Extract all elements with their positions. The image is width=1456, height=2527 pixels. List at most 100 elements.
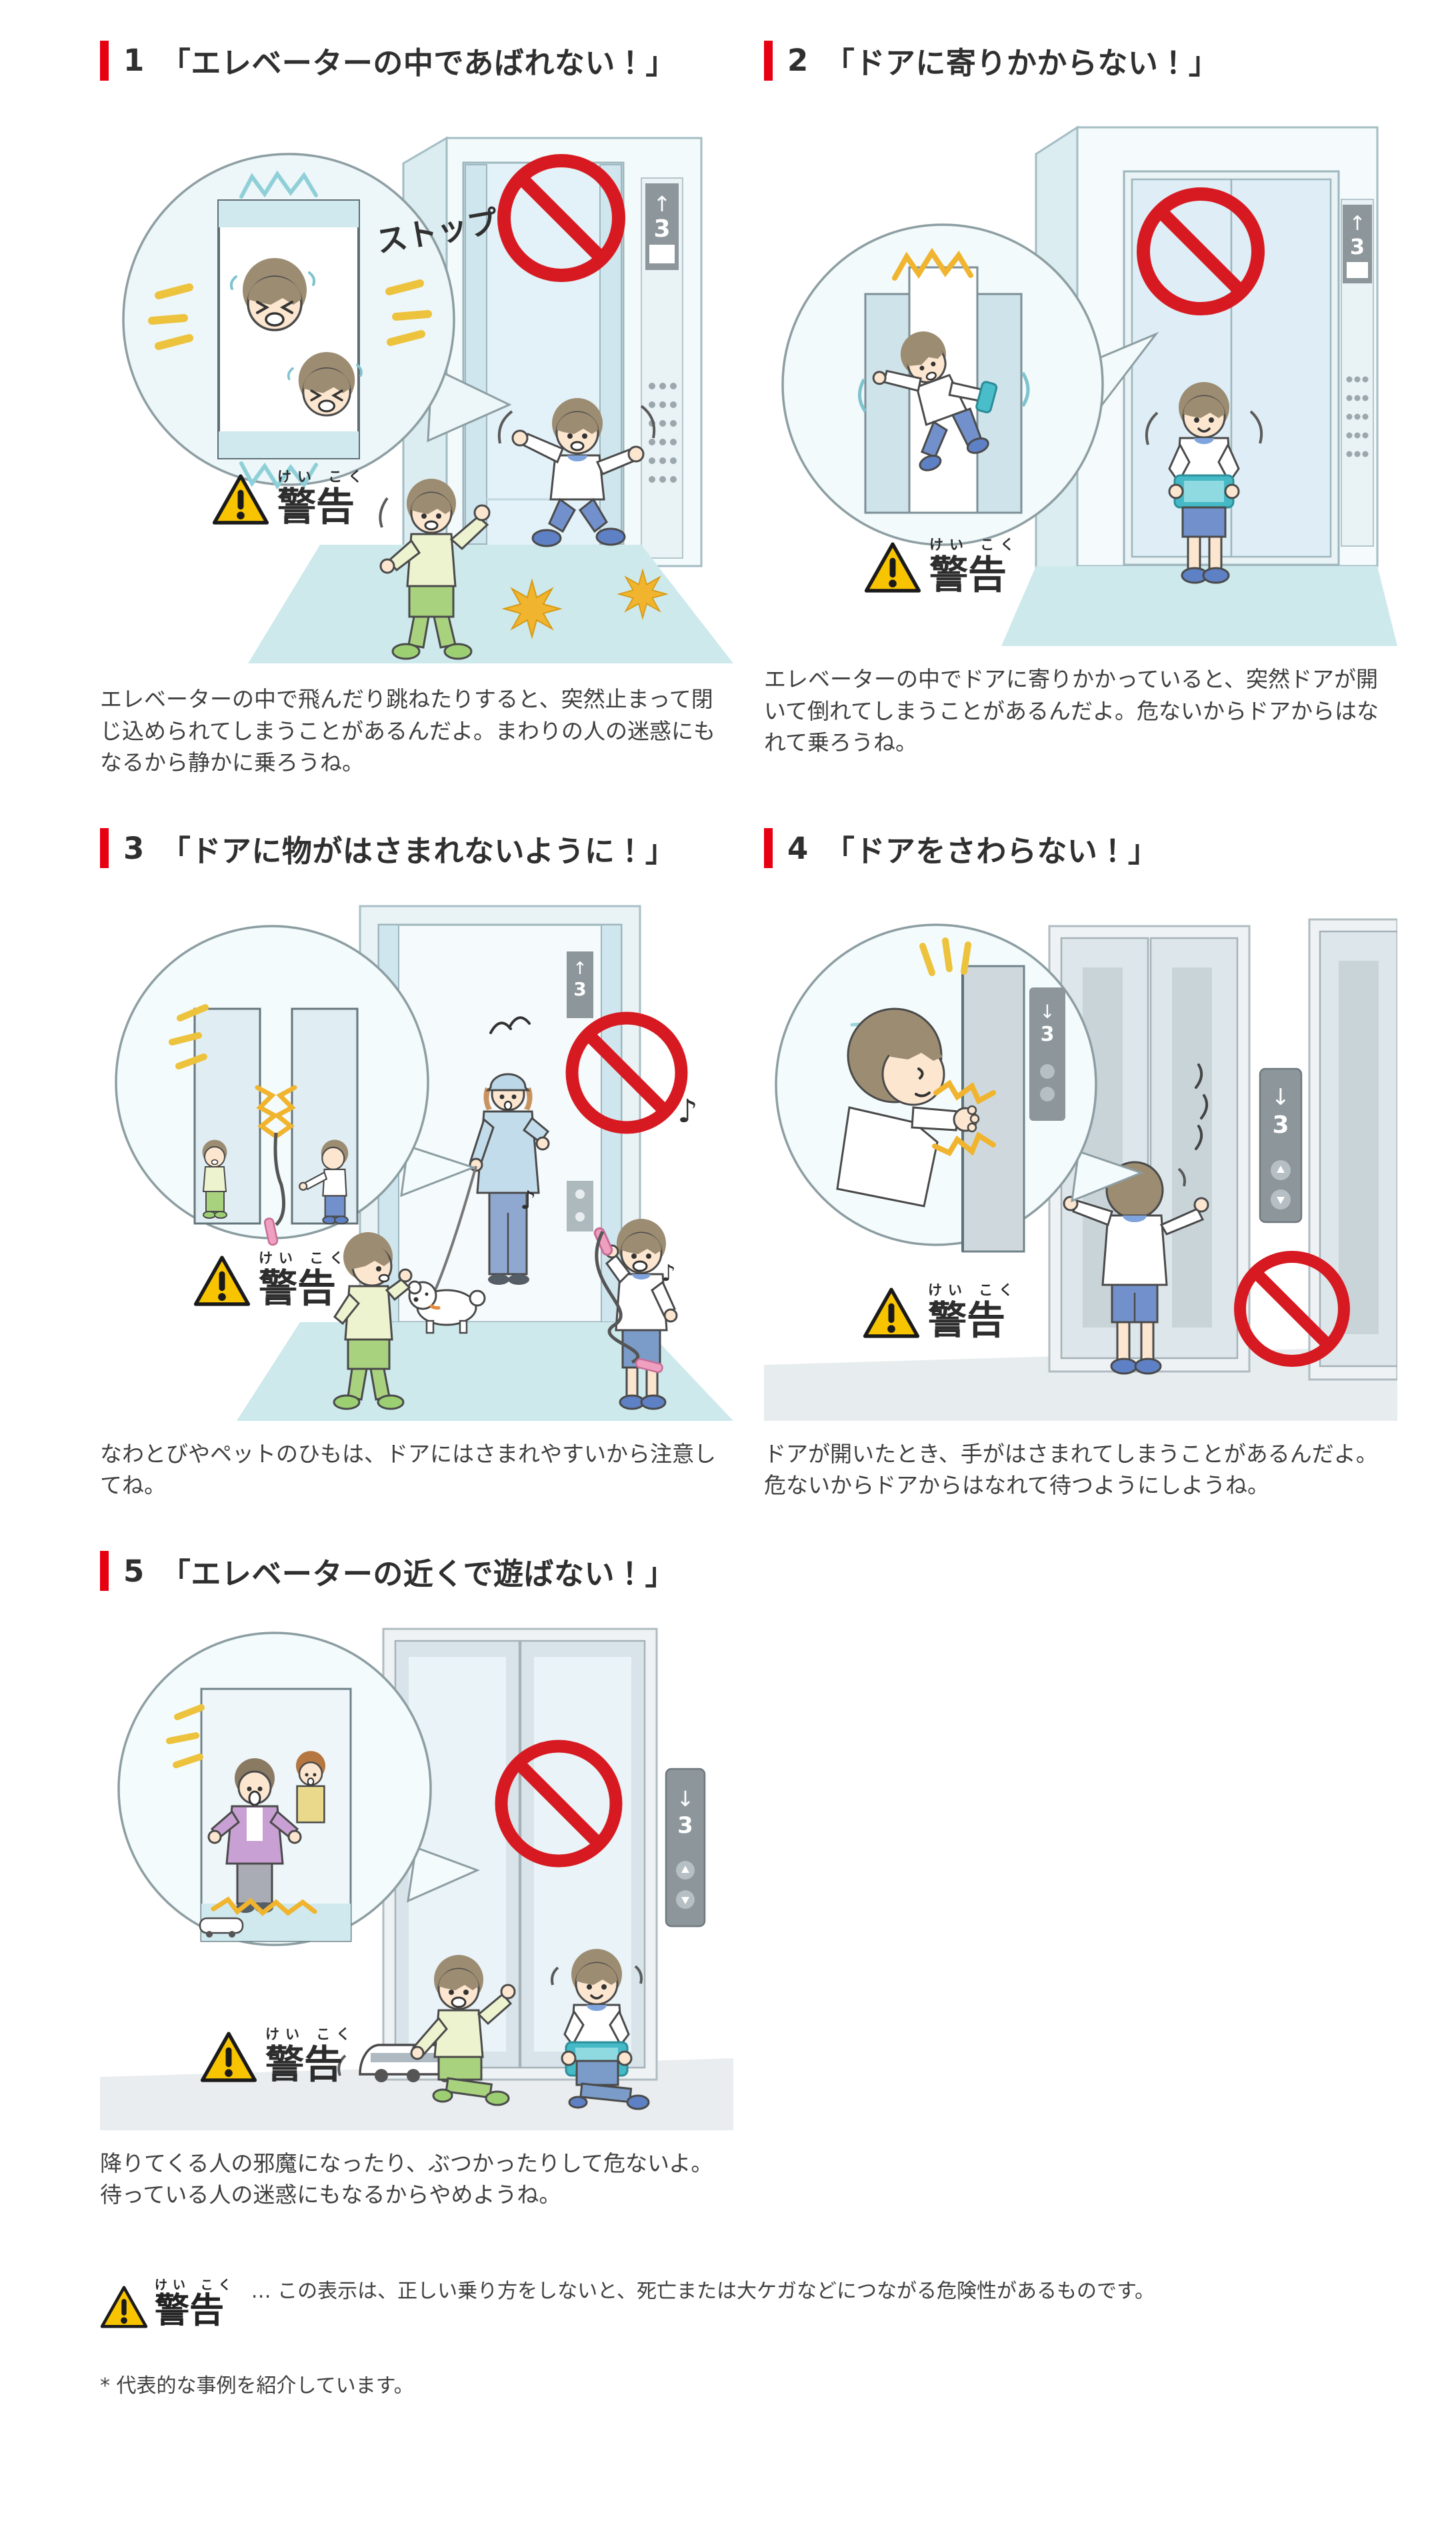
cheering-child	[379, 479, 491, 660]
alert-burst	[211, 1896, 317, 1916]
illustration-3-svg: ↑ 3	[115, 905, 733, 1421]
section-title: 「エレベーターの近くで遊ばない！」	[160, 1556, 675, 1592]
speech-bubble	[781, 223, 1159, 546]
section-number: 2	[787, 43, 809, 78]
section-5-illustration: ↓ 3	[100, 1610, 733, 2130]
footer-note: … この表示は、正しい乗り方をしないと、死亡または大ケガなどにつながる危険性があ…	[251, 2279, 1155, 2303]
warning-kanji: 警告	[259, 1265, 337, 1311]
section-2-heading: 2 「ドアに寄りかからない！」	[764, 39, 1397, 82]
prohibition-icon	[497, 154, 625, 282]
floor-indicator: ↑ 3	[1343, 205, 1372, 283]
section-4-illustration: ↓ 3	[764, 887, 1397, 1421]
warning-text: けい こく 警告	[259, 1247, 349, 1308]
leaning-child	[1145, 382, 1263, 584]
hall-indicator-panel: ↓ 3	[665, 1768, 706, 1927]
indicator-arrow: ↓	[1039, 1001, 1055, 1023]
prohibition-icon	[565, 1011, 688, 1134]
indicator-arrow: ↑	[573, 959, 587, 979]
pinch-burst	[255, 1085, 279, 1138]
music-note-icon: ♪	[520, 1185, 536, 1215]
falling-child	[872, 331, 998, 471]
speech-bubble: ストップ	[122, 153, 512, 490]
section-5-heading: 5 「エレベーターの近くで遊ばない！」	[100, 1550, 733, 1593]
mini-alarmed-child	[202, 1139, 227, 1219]
mini-pulling-child	[299, 1139, 349, 1224]
dog	[407, 1280, 486, 1334]
mini-indicator: ↓ 3	[1029, 987, 1065, 1121]
jump-rope	[595, 1230, 640, 1364]
blocked-woman	[295, 1750, 326, 1824]
prohibition-icon	[1137, 187, 1265, 315]
car-button-panel	[649, 383, 677, 483]
page-footer: けい こく 警告 … この表示は、正しい乗り方をしないと、死亡または大ケガなどに…	[100, 2275, 1397, 2399]
warning-kanji: 警告	[265, 2041, 343, 2087]
warning-triangle-icon	[863, 1287, 920, 1338]
emphasis-lines	[169, 1003, 209, 1069]
section-1-heading: 1 「エレベーターの中であばれない！」	[100, 39, 733, 82]
elevator-floor	[248, 545, 733, 663]
illustration-2-svg: ↑ 3	[781, 125, 1397, 646]
section-title: 「ドアに物がはさまれないように！」	[160, 833, 676, 869]
child-with-game	[551, 1948, 650, 2110]
section-4: 4 「ドアをさわらない！」	[764, 827, 1397, 1502]
section-title: 「エレベーターの中であばれない！」	[160, 45, 676, 81]
section-2-description: エレベーターの中でドアに寄りかかっていると、突然ドアが開いて倒れてしまうことがあ…	[764, 666, 1379, 756]
warning-furigana: けい こく	[277, 469, 369, 485]
indicator-arrow: ↑	[653, 191, 671, 217]
woman-with-dog	[407, 1016, 550, 1334]
indicator-floor: 3	[573, 978, 586, 1000]
elevator-door	[1230, 178, 1332, 558]
indicator-floor: 3	[1350, 234, 1365, 259]
prohibition-icon	[1234, 1250, 1350, 1367]
hall-indicator-panel: ↓ 3	[1259, 1067, 1303, 1223]
warning-triangle-icon	[212, 474, 269, 525]
section-5-description: 降りてくる人の邪魔になったり、ぶつかったりして危ないよ。待っている人の迷惑にもな…	[100, 2150, 713, 2208]
emphasis-lines	[148, 279, 432, 350]
warning-triangle-icon	[193, 1255, 251, 1306]
section-number: 5	[123, 1553, 145, 1589]
warning-text: けい こく 警告	[928, 1280, 1019, 1340]
heading-accent-bar	[100, 1551, 109, 1592]
child-with-train	[410, 1954, 516, 2106]
shaking-elevator-car	[217, 199, 360, 459]
section-number: 4	[787, 830, 809, 866]
close-up-child	[836, 1007, 980, 1207]
sections-grid: 1 「エレベーターの中であばれない！」	[100, 39, 1397, 2211]
opening-door	[976, 293, 1023, 514]
indicator-arrow: ↓	[1271, 1084, 1291, 1111]
singing-child	[593, 1218, 678, 1410]
pinch-burst	[273, 1085, 297, 1138]
speech-bubble: ↓ 3	[775, 923, 1145, 1253]
jumping-child	[497, 398, 656, 547]
warning-kanji: 警告	[277, 484, 355, 529]
warning-triangle-icon	[100, 2286, 148, 2328]
indicator-arrow: ↓	[677, 1786, 695, 1812]
watching-child	[333, 1231, 413, 1410]
indicator-arrow: ↑	[1349, 212, 1365, 235]
section-1-description: エレベーターの中で飛んだり跳ねたりすると、突然止まって閉じ込められてしまうことが…	[100, 686, 716, 776]
warning-label: けい こく 警告	[200, 2024, 356, 2084]
floor-indicator: ↑ 3	[567, 951, 593, 1018]
music-note-icon: ♪	[661, 1260, 676, 1287]
indicator-floor: 3	[677, 1812, 693, 1839]
section-title: 「ドアをさわらない！」	[824, 833, 1159, 869]
heading-accent-bar	[764, 828, 773, 869]
car-button-panel	[1346, 376, 1369, 457]
music-note-icon: ♪	[677, 1093, 698, 1130]
opening-door	[864, 293, 911, 514]
section-2: 2 「ドアに寄りかからない！」 ↑ 3	[764, 39, 1397, 779]
section-5: 5 「エレベーターの近くで遊ばない！」	[100, 1550, 733, 2211]
prohibition-icon	[495, 1740, 623, 1868]
footer-footnote: * 代表的な事例を紹介しています。	[100, 2374, 414, 2398]
footer-warning-label: けい こく 警告	[100, 2275, 237, 2330]
section-3-illustration: ↑ 3	[100, 887, 733, 1421]
warning-label: けい こく 警告	[212, 466, 368, 526]
jump-rope-handle	[635, 1358, 663, 1373]
footer-warning-row: けい こく 警告 … この表示は、正しい乗り方をしないと、死亡または大ケガなどに…	[100, 2275, 1397, 2330]
illustration-5-svg: ↓ 3	[100, 1628, 733, 2130]
music-notes: ♪ ♪ ♪	[520, 1093, 698, 1287]
warning-label: けい こく 警告	[193, 1247, 349, 1308]
section-3-heading: 3 「ドアに物がはさまれないように！」	[100, 827, 733, 870]
warning-furigana: けい こく	[928, 1282, 1019, 1298]
